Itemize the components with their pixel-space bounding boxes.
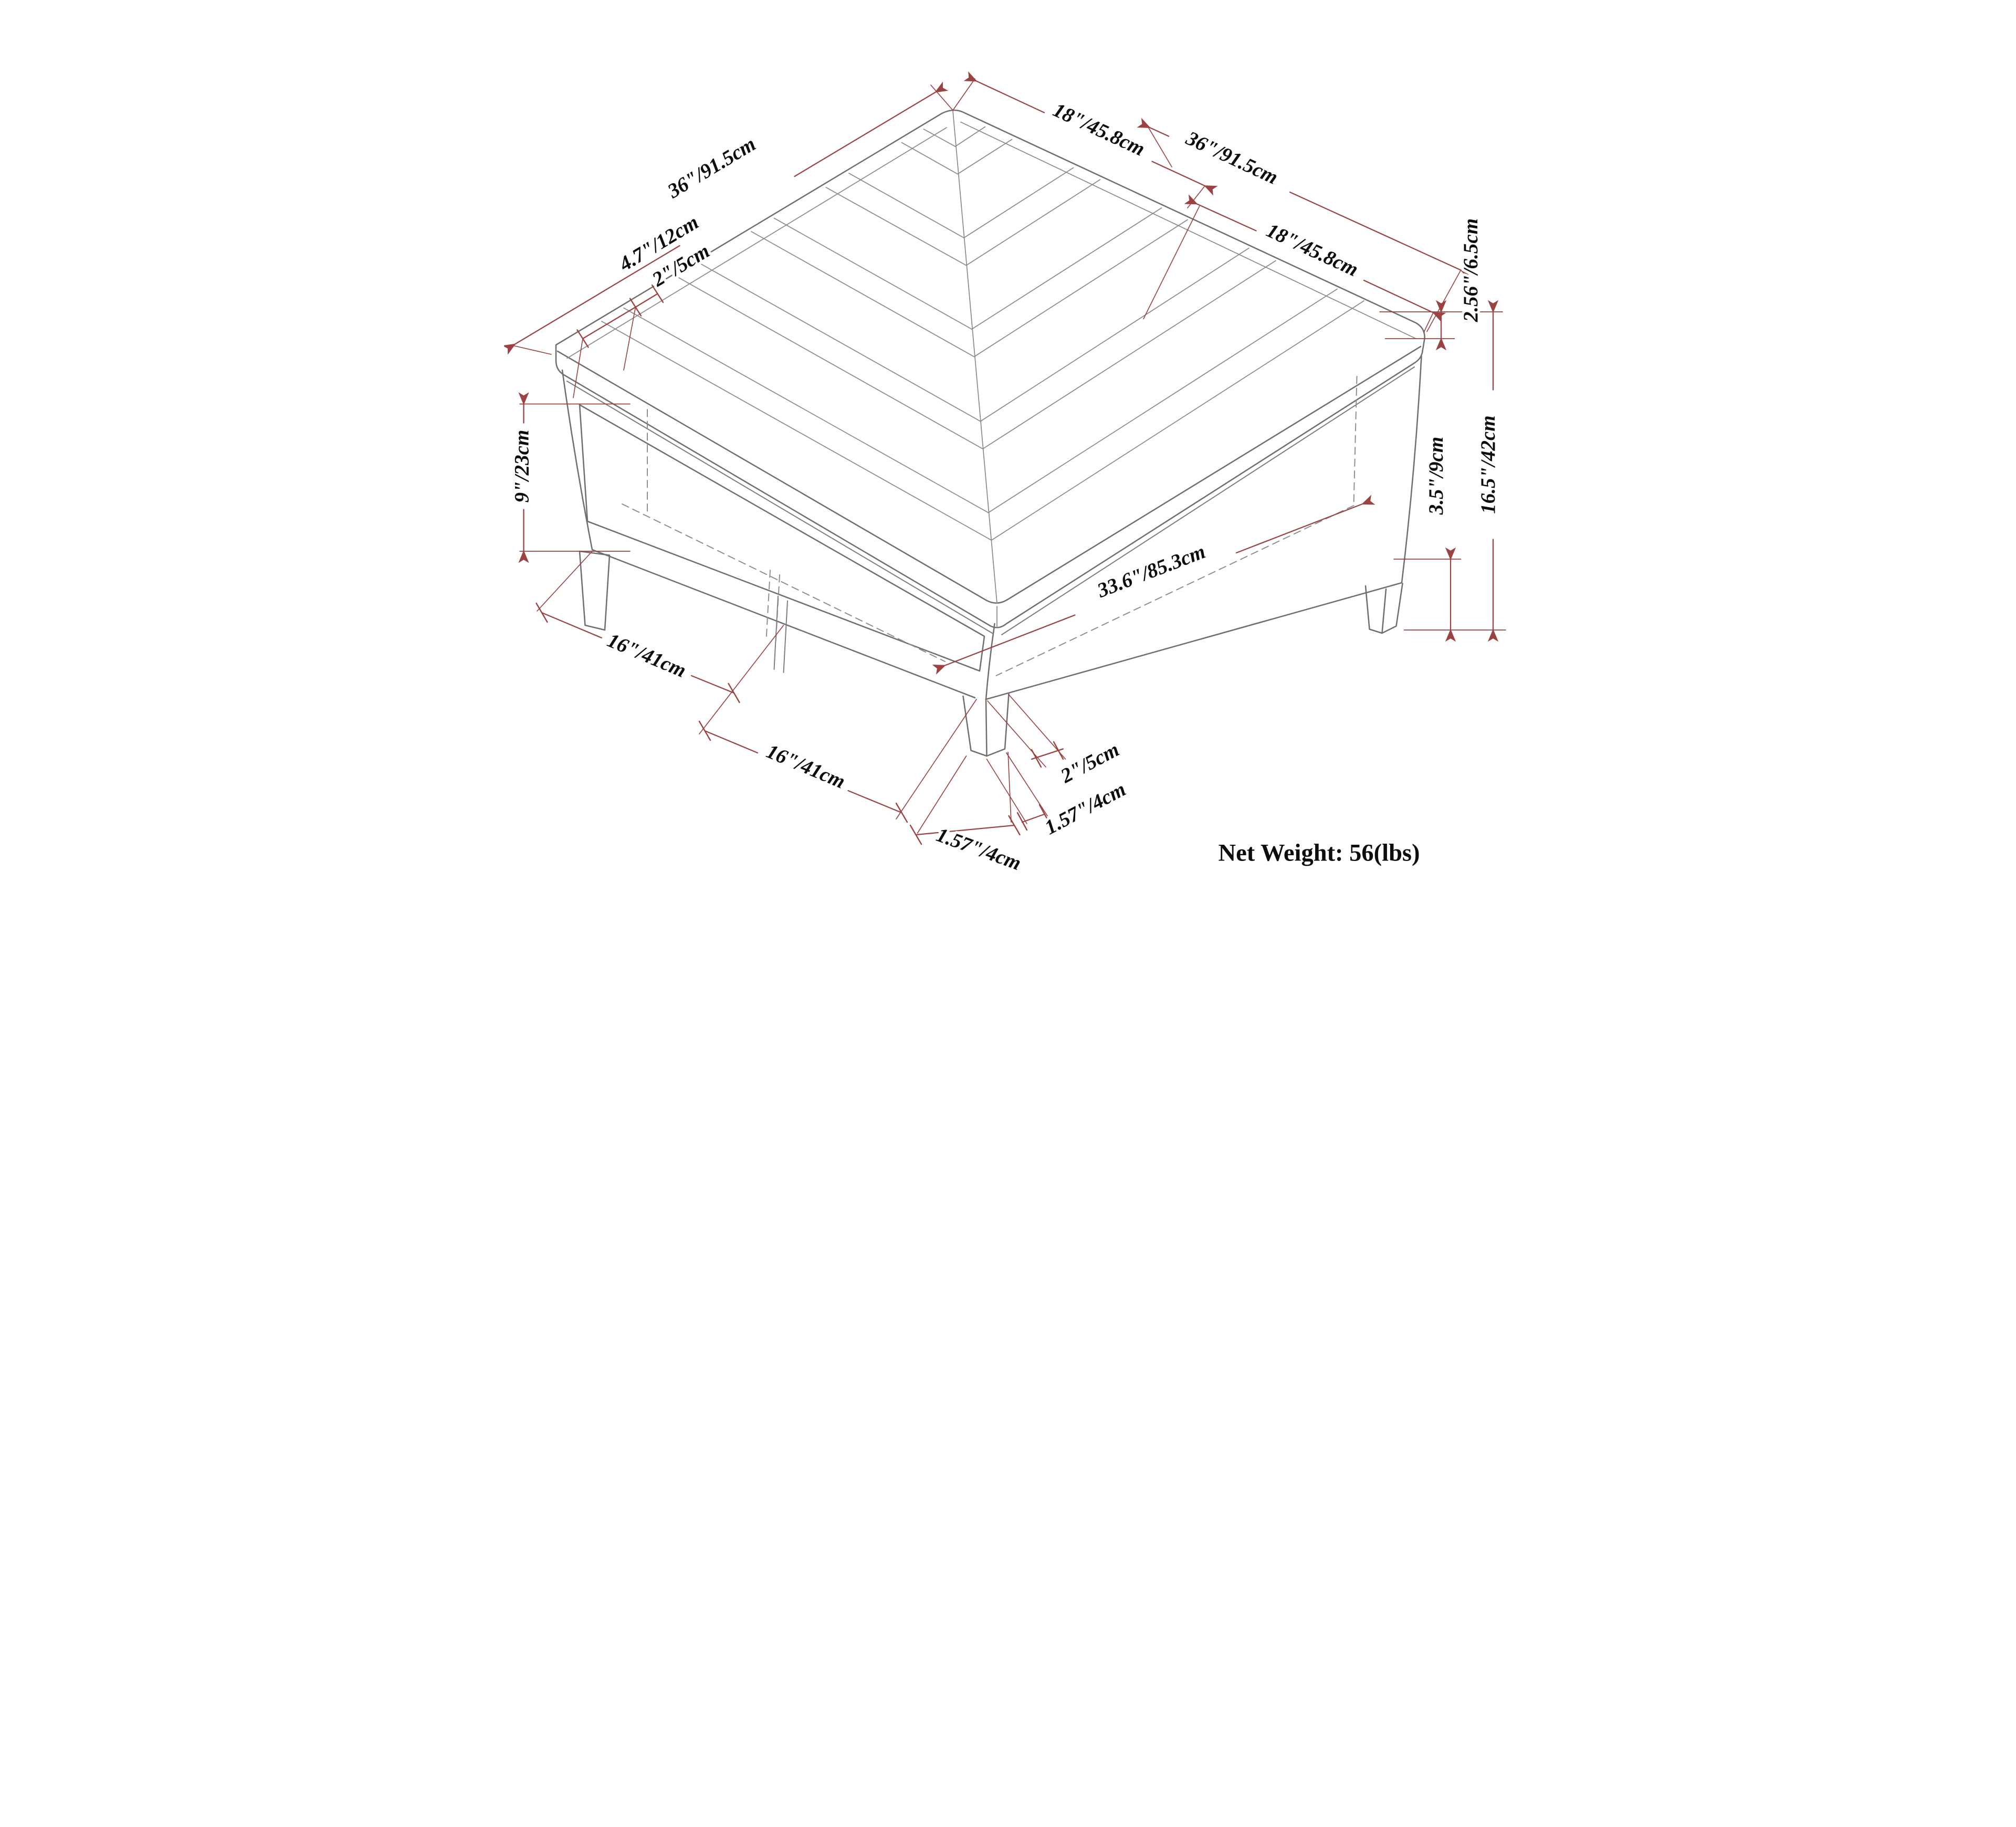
dim-label-total-height: 16.5"/42cm: [1477, 415, 1499, 513]
dim-top-left-edge: [504, 81, 953, 355]
dim-label-base-rail-height: 3.5"/9cm: [1425, 437, 1447, 515]
page: 36"/91.5cm 18"/45.8cm 36"/91.5cm 4.7"/12…: [504, 0, 1512, 914]
legs: [579, 550, 1403, 757]
dim-label-shelf-section-front: 16"/41cm: [763, 740, 848, 793]
dim-top-right-edge: [1137, 118, 1474, 332]
shelf-divider: [773, 595, 788, 673]
cushion-piping: [566, 121, 1416, 359]
dim-label-top-left-edge: 36"/91.5cm: [663, 133, 760, 203]
dim-channel-spacing: [573, 284, 664, 398]
ottoman-dimension-diagram: 36"/91.5cm 18"/45.8cm 36"/91.5cm 4.7"/12…: [504, 0, 1512, 914]
channel-lines-right: [954, 126, 1364, 541]
dim-leg-top-width: [987, 694, 1066, 768]
dim-top-half-depth: [952, 71, 1218, 208]
front-leg: [962, 693, 1010, 757]
dim-shelf-opening-height: [518, 392, 631, 563]
dim-label-top-half-depth: 18"/45.8cm: [1049, 99, 1148, 161]
ottoman-drawing: [555, 109, 1425, 757]
left-leg: [579, 550, 611, 631]
dimension-lines: [504, 71, 1506, 845]
hidden-interior-lines: [622, 376, 1358, 676]
dim-interior-width: [932, 495, 1376, 675]
dim-label-leg-bottom-width-left: 1.57"/4cm: [933, 823, 1024, 875]
net-weight-note: Net Weight: 56(lbs): [1218, 840, 1420, 867]
dim-label-shelf-section-left: 16"/41cm: [604, 629, 689, 682]
dim-leg-bottom-width: [986, 752, 1050, 831]
dim-shelf-section-front: [698, 699, 977, 823]
dim-label-right-half-depth: 18"/45.8cm: [1263, 219, 1362, 281]
right-leg: [1364, 583, 1403, 634]
cushion-front-edges: [556, 345, 1422, 604]
dim-label-leg-bottom-width: 1.57"/4cm: [1041, 778, 1129, 839]
cushion-seam: [952, 110, 998, 628]
shelf-opening: [579, 404, 985, 672]
dim-label-cushion-thickness: 2.56"/6.5cm: [1460, 218, 1482, 322]
dim-right-half-depth: [1143, 194, 1446, 333]
dim-leg-bottom-width-left: [909, 751, 1021, 845]
dim-base-rail-height: [1393, 547, 1462, 642]
base-frame: [561, 355, 1422, 700]
dim-label-interior-width: 33.6"/85.3cm: [1094, 540, 1209, 602]
dim-label-top-right-edge: 36"/91.5cm: [1182, 127, 1282, 189]
channel-lines-left: [601, 129, 992, 541]
dim-label-shelf-opening-height: 9"/23cm: [511, 430, 533, 503]
dim-shelf-section-left: [536, 551, 784, 734]
dim-cushion-thickness: [1379, 300, 1503, 351]
dimension-labels: 36"/91.5cm 18"/45.8cm 36"/91.5cm 4.7"/12…: [508, 96, 1502, 877]
